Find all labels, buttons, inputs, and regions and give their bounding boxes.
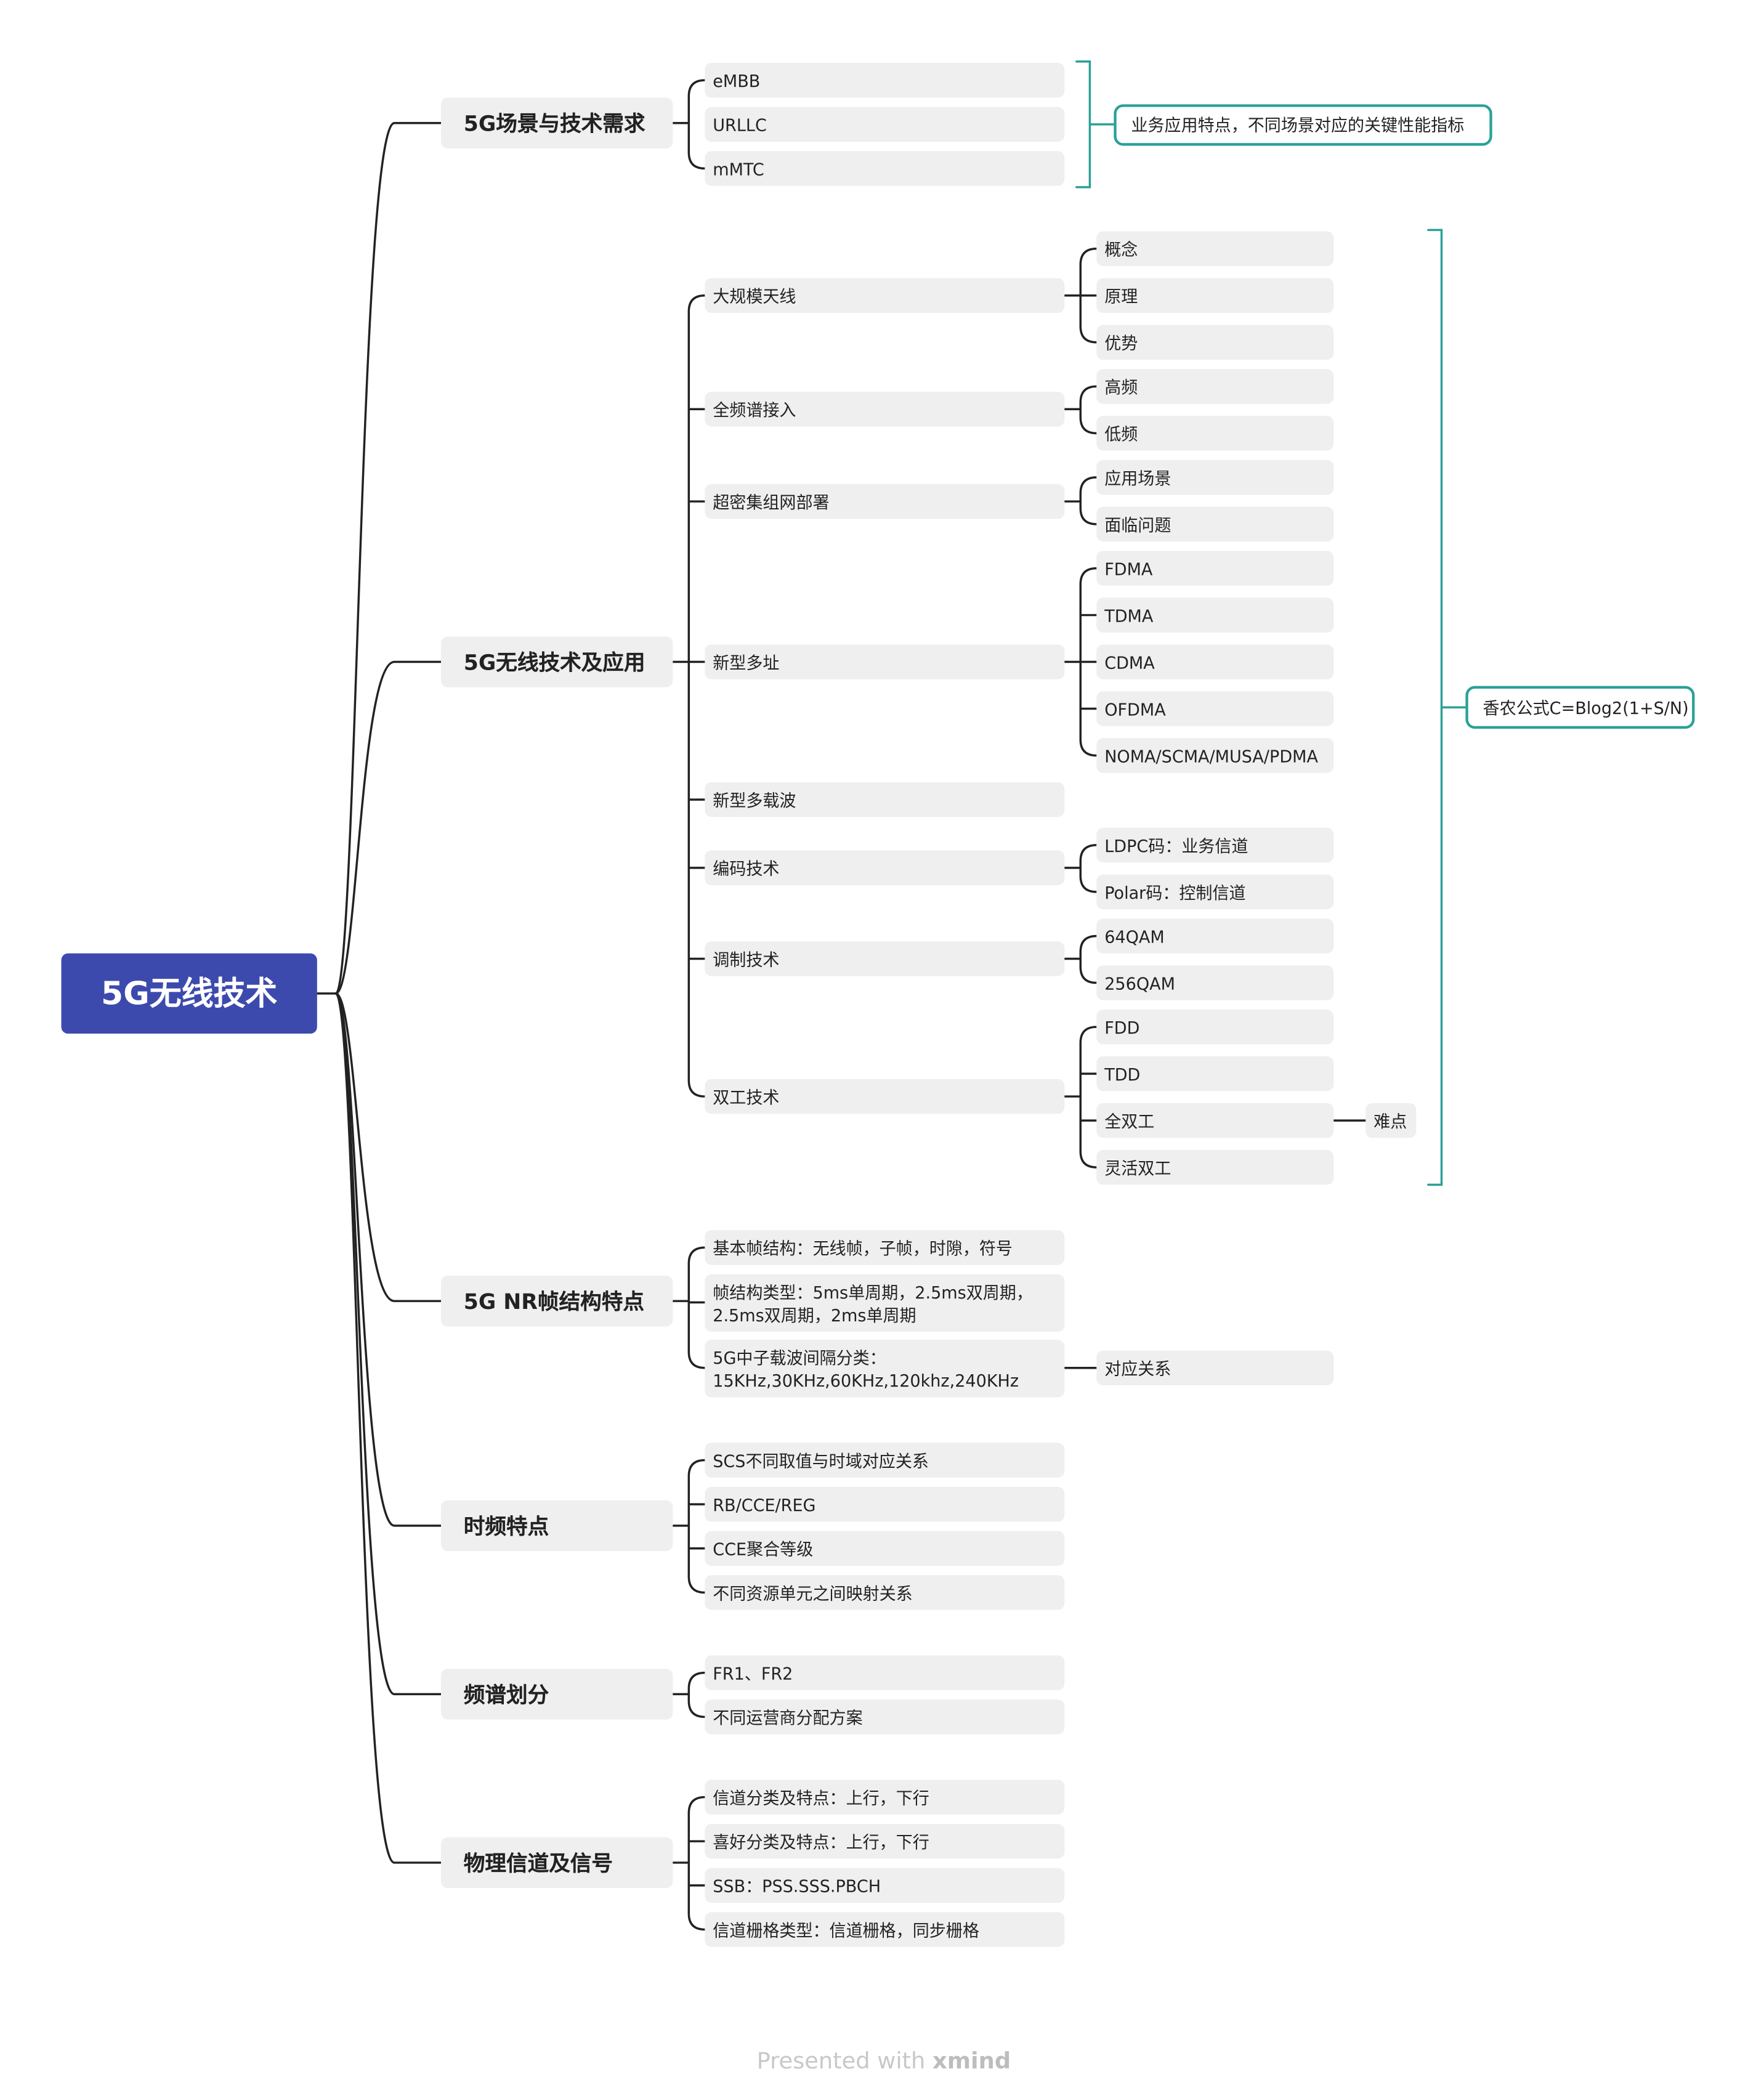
branch-physical-channel[interactable]: 物理信道及信号 (440, 1837, 673, 1889)
topic-high-band[interactable]: 高频 (1096, 369, 1334, 404)
topic-multiple-access[interactable]: 新型多址 (705, 644, 1065, 679)
topic-flexible-duplex[interactable]: 灵活双工 (1096, 1149, 1334, 1185)
topic-fdma[interactable]: FDMA (1096, 551, 1334, 586)
topic-basic-frame[interactable]: 基本帧结构：无线帧，子帧，时隙，符号 (705, 1230, 1065, 1265)
topic-mapping[interactable]: 对应关系 (1096, 1350, 1334, 1385)
topic-64qam[interactable]: 64QAM (1096, 918, 1334, 954)
branch-scenarios[interactable]: 5G场景与技术需求 (440, 97, 673, 148)
topic-ssb[interactable]: SSB：PSS.SSS.PBCH (705, 1868, 1065, 1903)
branch-wireless-tech[interactable]: 5G无线技术及应用 (440, 636, 673, 687)
topic-256qam[interactable]: 256QAM (1096, 965, 1334, 1000)
topic-embb[interactable]: eMBB (705, 63, 1065, 98)
topic-operator-plan[interactable]: 不同运营商分配方案 (705, 1699, 1065, 1735)
topic-fdd[interactable]: FDD (1096, 1009, 1334, 1045)
topic-resource-mapping[interactable]: 不同资源单元之间映射关系 (705, 1575, 1065, 1610)
topic-modulation[interactable]: 调制技术 (705, 941, 1065, 976)
footer-credit: Presented with xmind (757, 2049, 1011, 2075)
root-topic[interactable]: 5G无线技术 (61, 953, 317, 1034)
topic-ldpc[interactable]: LDPC码：业务信道 (1096, 827, 1334, 863)
topic-raster[interactable]: 信道栅格类型：信道栅格，同步栅格 (705, 1912, 1065, 1947)
topic-scs-time[interactable]: SCS不同取值与时域对应关系 (705, 1443, 1065, 1478)
topic-ofdma[interactable]: OFDMA (1096, 691, 1334, 726)
topic-advantage[interactable]: 优势 (1096, 325, 1334, 360)
topic-rb-cce-reg[interactable]: RB/CCE/REG (705, 1486, 1065, 1522)
topic-scs[interactable]: 5G中子载波间隔分类：15KHz,30KHz,60KHz,120khz,240K… (705, 1340, 1065, 1398)
topic-cce-aggregation[interactable]: CCE聚合等级 (705, 1531, 1065, 1566)
topic-scenario[interactable]: 应用场景 (1096, 460, 1334, 495)
summary-scenarios[interactable]: 业务应用特点，不同场景对应的关键性能指标 (1114, 104, 1492, 146)
topic-noma[interactable]: NOMA/SCMA/MUSA/PDMA (1096, 738, 1334, 773)
topic-tdd[interactable]: TDD (1096, 1056, 1334, 1092)
topic-multicarrier[interactable]: 新型多载波 (705, 782, 1065, 817)
topic-ultra-dense[interactable]: 超密集组网部署 (705, 484, 1065, 519)
topic-full-spectrum[interactable]: 全频谱接入 (705, 392, 1065, 427)
topic-concept[interactable]: 概念 (1096, 231, 1334, 266)
branch-time-freq[interactable]: 时频特点 (440, 1500, 673, 1552)
branch-nr-frame[interactable]: 5G NR帧结构特点 (440, 1275, 673, 1327)
topic-cdma[interactable]: CDMA (1096, 644, 1334, 679)
topic-mmtc[interactable]: mMTC (705, 151, 1065, 186)
topic-tdma[interactable]: TDMA (1096, 597, 1334, 633)
xmind-logo: xmind (933, 2048, 1011, 2076)
topic-challenges[interactable]: 面临问题 (1096, 506, 1334, 542)
topic-duplex[interactable]: 双工技术 (705, 1079, 1065, 1114)
topic-frame-type[interactable]: 帧结构类型：5ms单周期，2.5ms双周期，2.5ms双周期，2ms单周期 (705, 1274, 1065, 1332)
summary-shannon[interactable]: 香农公式C=Blog2(1+S/N) (1465, 686, 1695, 729)
branch-spectrum[interactable]: 频谱划分 (440, 1669, 673, 1720)
topic-difficulty[interactable]: 难点 (1365, 1103, 1417, 1138)
topic-massive-mimo[interactable]: 大规模天线 (705, 278, 1065, 313)
topic-urllc[interactable]: URLLC (705, 107, 1065, 142)
topic-low-band[interactable]: 低频 (1096, 416, 1334, 451)
topic-fr1-fr2[interactable]: FR1、FR2 (705, 1655, 1065, 1690)
topic-principle[interactable]: 原理 (1096, 278, 1334, 313)
topic-polar[interactable]: Polar码：控制信道 (1096, 874, 1334, 910)
topic-coding[interactable]: 编码技术 (705, 850, 1065, 886)
topic-channel-class[interactable]: 信道分类及特点：上行，下行 (705, 1780, 1065, 1815)
footer-prefix: Presented with (756, 2048, 926, 2076)
topic-signal-class[interactable]: 喜好分类及特点：上行，下行 (705, 1823, 1065, 1859)
topic-full-duplex[interactable]: 全双工 (1096, 1103, 1334, 1138)
